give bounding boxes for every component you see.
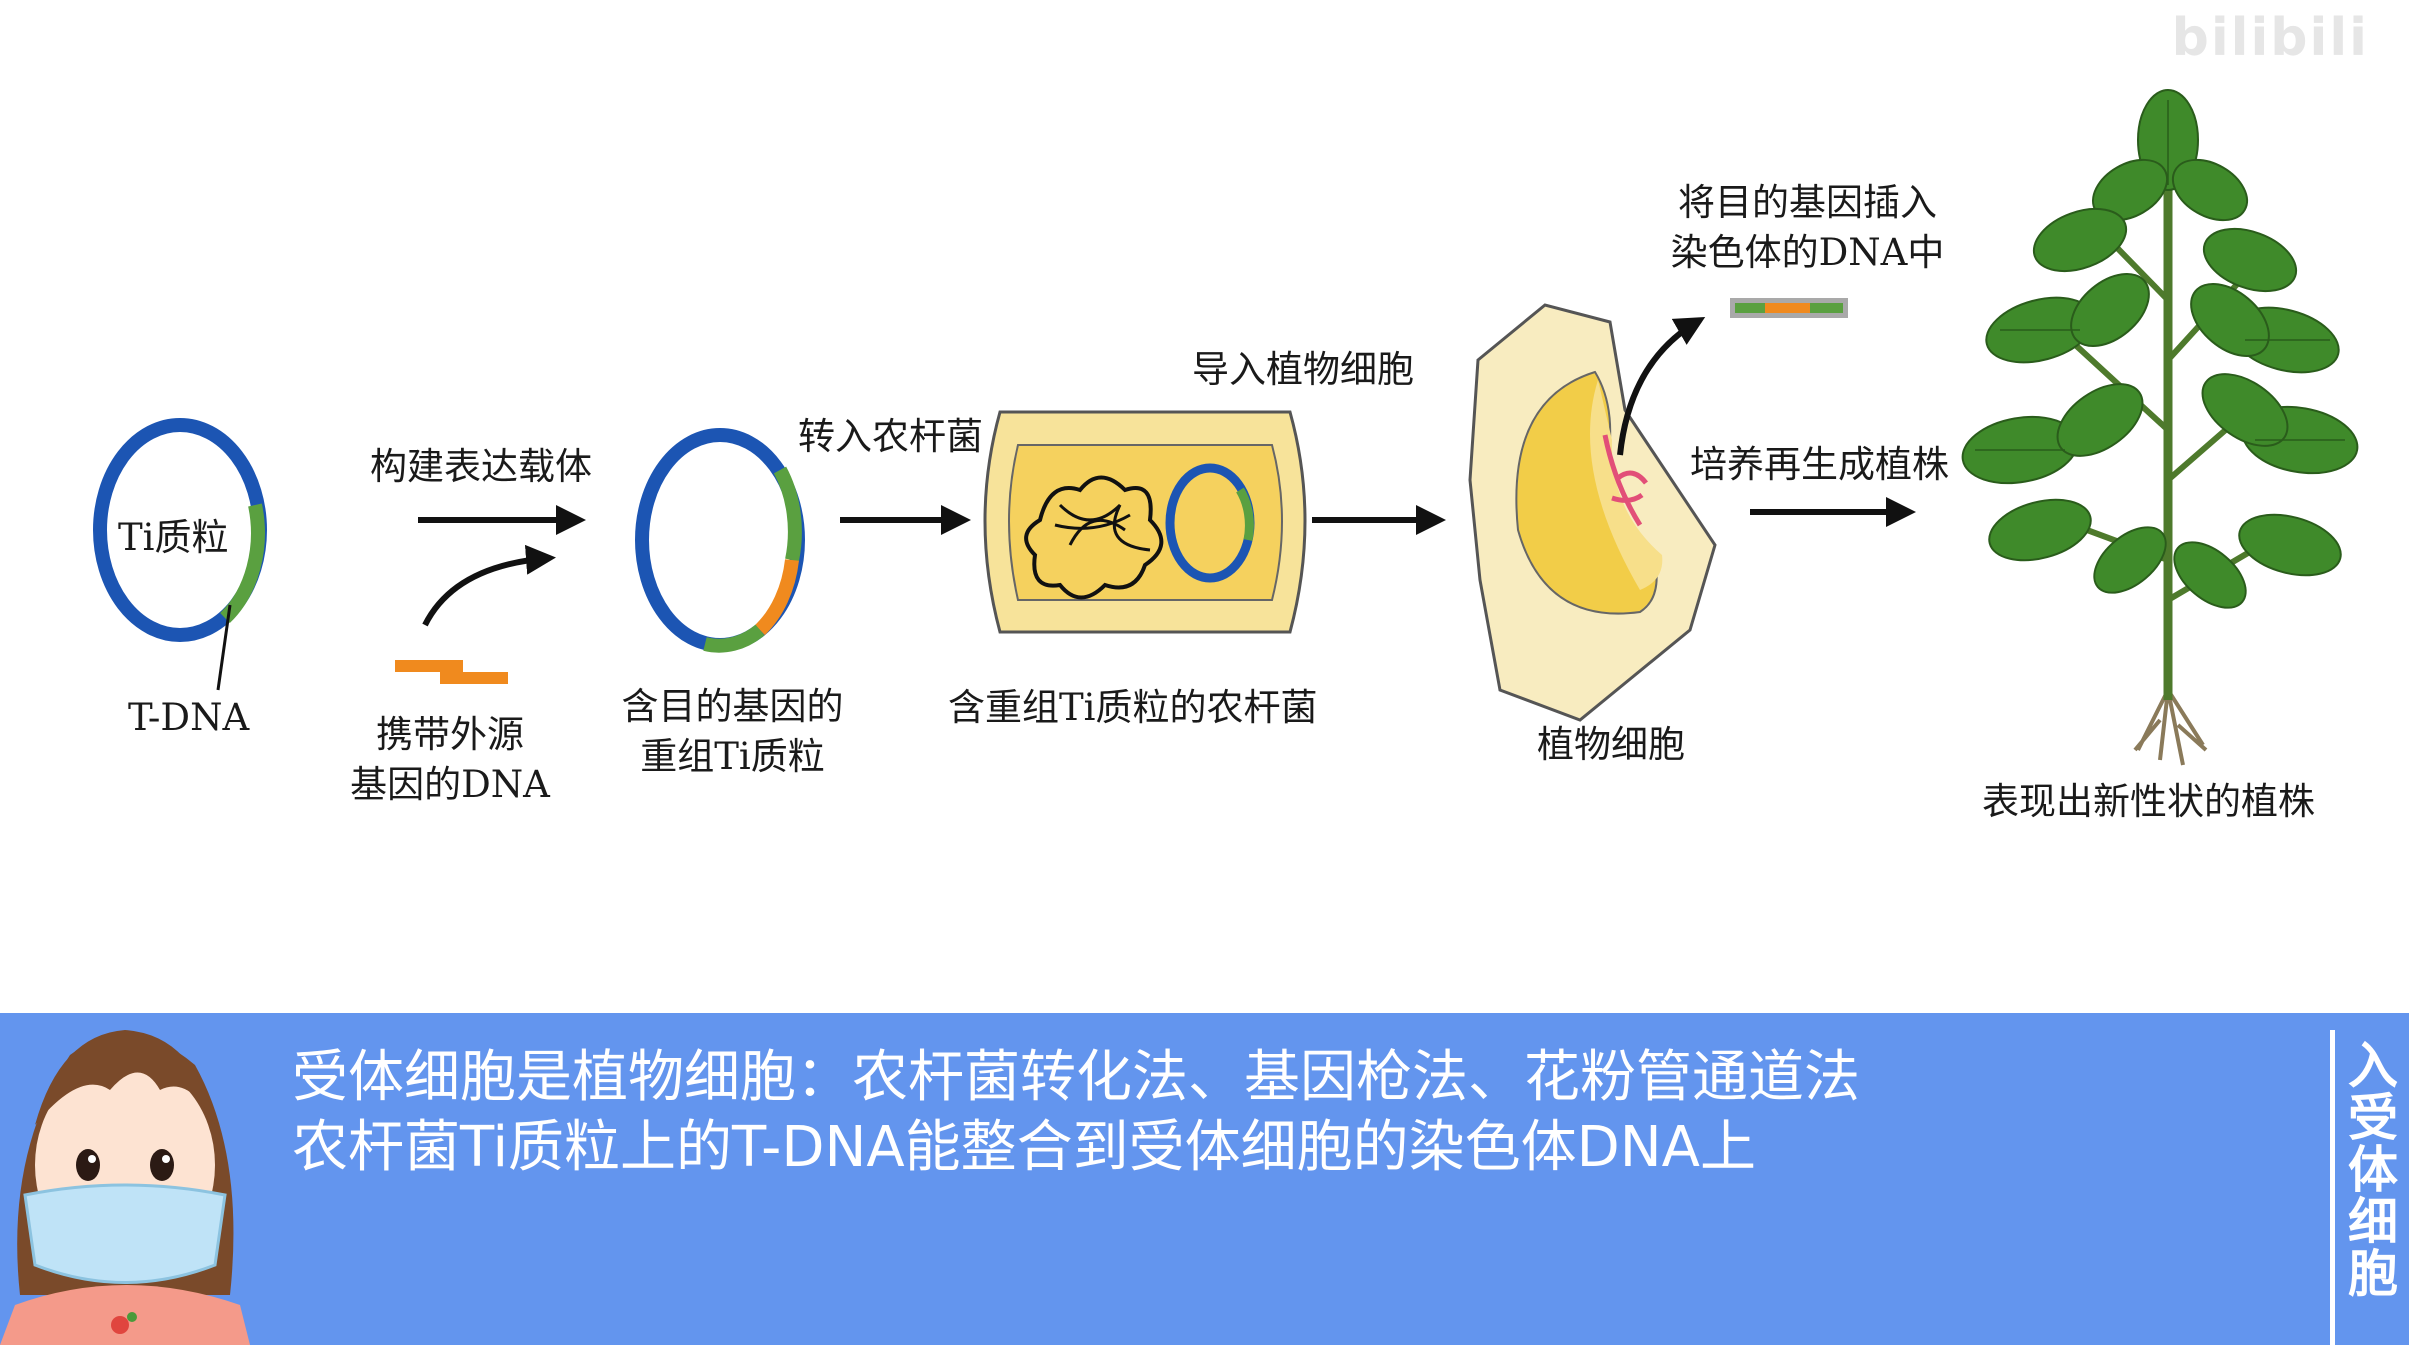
donor-dna-line1: 携带外源 bbox=[376, 713, 524, 756]
t-dna-label: T-DNA bbox=[128, 696, 250, 739]
agrobacterium-cell bbox=[983, 410, 1307, 634]
insert-gene-label: 将目的基因插入 染色体的DNA中 bbox=[1645, 178, 1970, 278]
donor-dna-label: 携带外源 基因的DNA bbox=[330, 710, 570, 810]
presenter-avatar bbox=[0, 1030, 250, 1345]
into-plant-cell-label: 导入植物细胞 bbox=[1192, 348, 1414, 391]
caption-line-1: 受体细胞是植物细胞：农杆菌转化法、基因枪法、花粉管通道法 bbox=[292, 1045, 1860, 1110]
caption-line-2: 农杆菌Ti质粒上的T-DNA能整合到受体细胞的染色体DNA上 bbox=[292, 1115, 1756, 1180]
recombinant-plasmid-line1: 含目的基因的 bbox=[621, 685, 844, 728]
recombinant-plasmid-label: 含目的基因的 重组Ti质粒 bbox=[600, 682, 865, 782]
arrow-gene-insertion bbox=[1617, 317, 1706, 456]
chromosome-dna-strip bbox=[1730, 298, 1848, 318]
bilibili-watermark: bilibili bbox=[2171, 8, 2369, 68]
caption-banner: 受体细胞是植物细胞：农杆菌转化法、基因枪法、花粉管通道法 农杆菌Ti质粒上的T-… bbox=[0, 1013, 2409, 1345]
plant-cell bbox=[1468, 303, 1717, 722]
t-dna-pointer bbox=[216, 604, 232, 691]
build-vector-label: 构建表达载体 bbox=[370, 445, 592, 488]
transformation-diagram: Ti质粒 T-DNA 构建表达载体 携带外源 基因的DNA 含目的基因的 重组T… bbox=[93, 8, 2369, 823]
into-agro-label: 转入农杆菌 bbox=[798, 415, 983, 458]
insert-gene-line1: 将目的基因插入 bbox=[1678, 181, 1937, 224]
regenerate-label: 培养再生成植株 bbox=[1690, 443, 1949, 486]
side-panel bbox=[2330, 1030, 2409, 1345]
arrow-insert-donor bbox=[422, 544, 556, 627]
plant-cell-label: 植物细胞 bbox=[1537, 723, 1685, 766]
recombinant-plasmid-line2: 重组Ti质粒 bbox=[640, 735, 825, 778]
donor-dna-fragment bbox=[395, 660, 508, 684]
ti-plasmid-label: Ti质粒 bbox=[118, 516, 229, 559]
new-trait-plant-label: 表现出新性状的植株 bbox=[1982, 780, 2315, 823]
transgenic-plant bbox=[1961, 89, 2359, 766]
insert-gene-line2: 染色体的DNA中 bbox=[1670, 231, 1945, 274]
side-panel-text: 入受体细胞 bbox=[2348, 1037, 2398, 1303]
diagram-graphics bbox=[93, 89, 2359, 766]
agro-with-plasmid-label: 含重组Ti质粒的农杆菌 bbox=[948, 686, 1318, 729]
donor-dna-line2: 基因的DNA bbox=[350, 763, 550, 806]
recombinant-plasmid-ring bbox=[635, 428, 805, 653]
ti-plasmid-ring bbox=[93, 418, 267, 691]
